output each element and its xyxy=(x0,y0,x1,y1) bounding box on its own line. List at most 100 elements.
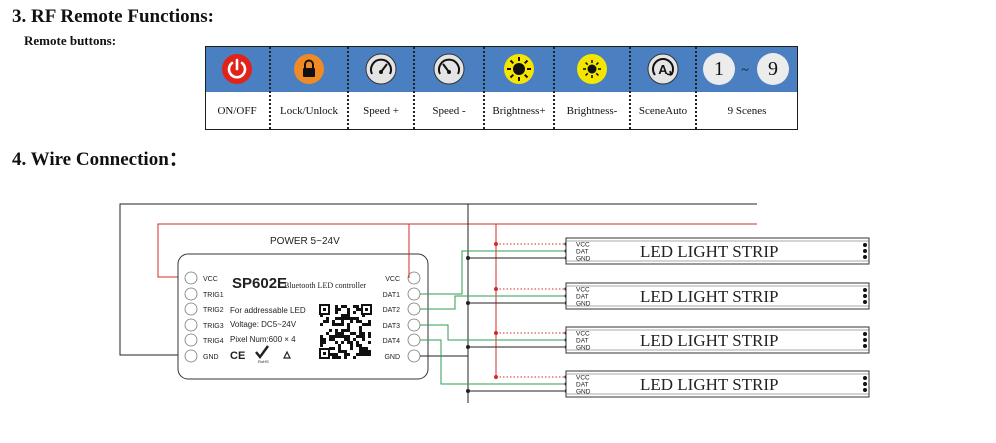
strip-pin-gnd: GND xyxy=(576,301,591,308)
button-label: Scene Auto xyxy=(631,92,695,129)
power-label: POWER 5~24V xyxy=(270,236,340,247)
strip-label: LED LIGHT STRIP xyxy=(640,287,779,306)
button-label: Lock/Unlock xyxy=(279,104,339,117)
strip-label: LED LIGHT STRIP xyxy=(640,375,779,394)
strip-pin-gnd: GND xyxy=(576,389,591,396)
strip-pin-vcc: VCC xyxy=(576,287,590,294)
controller-left-pin-trig2: TRIG2 xyxy=(203,307,224,314)
scene-range-tilde: ~ xyxy=(741,63,749,78)
button-label: Brightness+ xyxy=(492,104,546,117)
strip-pin-vcc: VCC xyxy=(576,375,590,382)
lock-icon xyxy=(294,54,324,84)
qr-code-icon xyxy=(318,303,372,361)
strip-label: LED LIGHT STRIP xyxy=(640,331,779,350)
controller-left-pin-gnd: GND xyxy=(203,354,219,361)
button-label: Brightness- xyxy=(566,104,618,117)
info-line-2: Voltage: DC5~24V xyxy=(230,320,297,329)
scene-1-button[interactable]: 1 xyxy=(703,53,735,85)
pin-hole-icon xyxy=(184,349,198,363)
controller-model: SP602E xyxy=(232,275,287,292)
strip-pin-gnd: GND xyxy=(576,256,591,263)
brightness-down-icon xyxy=(577,54,607,84)
pin-hole-icon xyxy=(407,271,421,285)
pin-hole-icon xyxy=(407,349,421,363)
pin-hole-icon xyxy=(407,333,421,347)
brightness-up-icon xyxy=(504,54,534,84)
strip-end-dot xyxy=(863,255,867,259)
strip-end-dot xyxy=(863,338,867,342)
controller-left-pin-trig4: TRIG4 xyxy=(203,338,224,345)
remote-button-nine-scenes[interactable]: 1 ~ 9 9 Scenes xyxy=(697,47,797,129)
strip-end-dot xyxy=(863,376,867,380)
remote-button-brightness-up[interactable]: Brightness+ xyxy=(485,47,553,129)
strip-pin-vcc: VCC xyxy=(576,331,590,338)
auto-scene-icon: A xyxy=(647,53,679,85)
strip-pin-gnd: GND xyxy=(576,345,591,352)
controller-right-pin-dat2: DAT2 xyxy=(383,307,400,314)
strip-end-dot xyxy=(863,344,867,348)
controller-left-pin-vcc: VCC xyxy=(203,276,218,283)
power-icon xyxy=(222,54,252,84)
strip-pin-vcc: VCC xyxy=(576,242,590,249)
strip-pin-dat: DAT xyxy=(576,382,589,389)
strip-end-dot xyxy=(863,332,867,336)
pin-hole-icon xyxy=(407,287,421,301)
info-line-3: Pixel Num:600 × 4 xyxy=(230,335,296,344)
ce-mark: CE xyxy=(230,350,245,362)
recycle-icon xyxy=(283,350,291,359)
controller-right-pin-gnd: GND xyxy=(384,354,400,361)
strip-end-dot xyxy=(863,249,867,253)
pin-hole-icon xyxy=(407,302,421,316)
remote-button-speed-up[interactable]: Speed + xyxy=(349,47,413,129)
section-3-title: 3. RF Remote Functions: xyxy=(12,6,214,27)
pin-hole-icon xyxy=(184,287,198,301)
remote-button-speed-down[interactable]: Speed - xyxy=(415,47,483,129)
section-4-title: 4. Wire Connection： xyxy=(12,149,188,170)
button-label: Speed - xyxy=(432,104,466,117)
speed-up-icon xyxy=(365,53,397,85)
strip-pin-dat: DAT xyxy=(576,294,589,301)
strip-pin-dat: DAT xyxy=(576,338,589,345)
strip-pin-dat: DAT xyxy=(576,249,589,256)
pin-hole-icon xyxy=(407,318,421,332)
strip-end-dot xyxy=(863,294,867,298)
controller-left-pin-trig3: TRIG3 xyxy=(203,323,224,330)
pin-hole-icon xyxy=(184,302,198,316)
speed-down-icon xyxy=(433,53,465,85)
pin-hole-icon xyxy=(184,271,198,285)
strip-end-dot xyxy=(863,288,867,292)
pin-hole-icon xyxy=(184,318,198,332)
svg-text:A: A xyxy=(658,62,668,77)
remote-button-scene-auto[interactable]: A Scene Auto xyxy=(631,47,695,129)
strip-end-dot xyxy=(863,382,867,386)
remote-button-lock-unlock[interactable]: Lock/Unlock xyxy=(271,47,347,129)
label-line-2: Auto xyxy=(665,104,688,117)
info-line-1: For addressable LED xyxy=(230,306,306,315)
label-line-1: Scene xyxy=(638,104,666,117)
remote-button-on-off[interactable]: ON/OFF xyxy=(206,47,268,129)
remote-buttons-subtitle: Remote buttons: xyxy=(24,33,117,48)
button-label: Speed + xyxy=(363,104,399,117)
controller-right-pin-dat4: DAT4 xyxy=(383,338,400,345)
strip-end-dot xyxy=(863,243,867,247)
rohs-check-icon: RoHS xyxy=(255,345,270,364)
button-label: ON/OFF xyxy=(217,104,257,117)
strip-label: LED LIGHT STRIP xyxy=(640,242,779,261)
strip-end-dot xyxy=(863,300,867,304)
controller-box: POWER 5~24V SP602E Bluetooth LED control… xyxy=(177,236,429,380)
remote-button-brightness-down[interactable]: Brightness- xyxy=(555,47,629,129)
controller-description: Bluetooth LED controller xyxy=(284,281,367,290)
controller-right-pin-dat3: DAT3 xyxy=(383,323,400,330)
rohs-label: RoHS xyxy=(258,359,269,364)
controller-right-pin-vcc: VCC xyxy=(385,276,400,283)
scene-9-button[interactable]: 9 xyxy=(757,53,789,85)
controller-right-pin-dat1: DAT1 xyxy=(383,292,400,299)
strip-end-dot xyxy=(863,388,867,392)
button-label: 9 Scenes xyxy=(727,104,767,117)
controller-left-pin-trig1: TRIG1 xyxy=(203,292,224,299)
